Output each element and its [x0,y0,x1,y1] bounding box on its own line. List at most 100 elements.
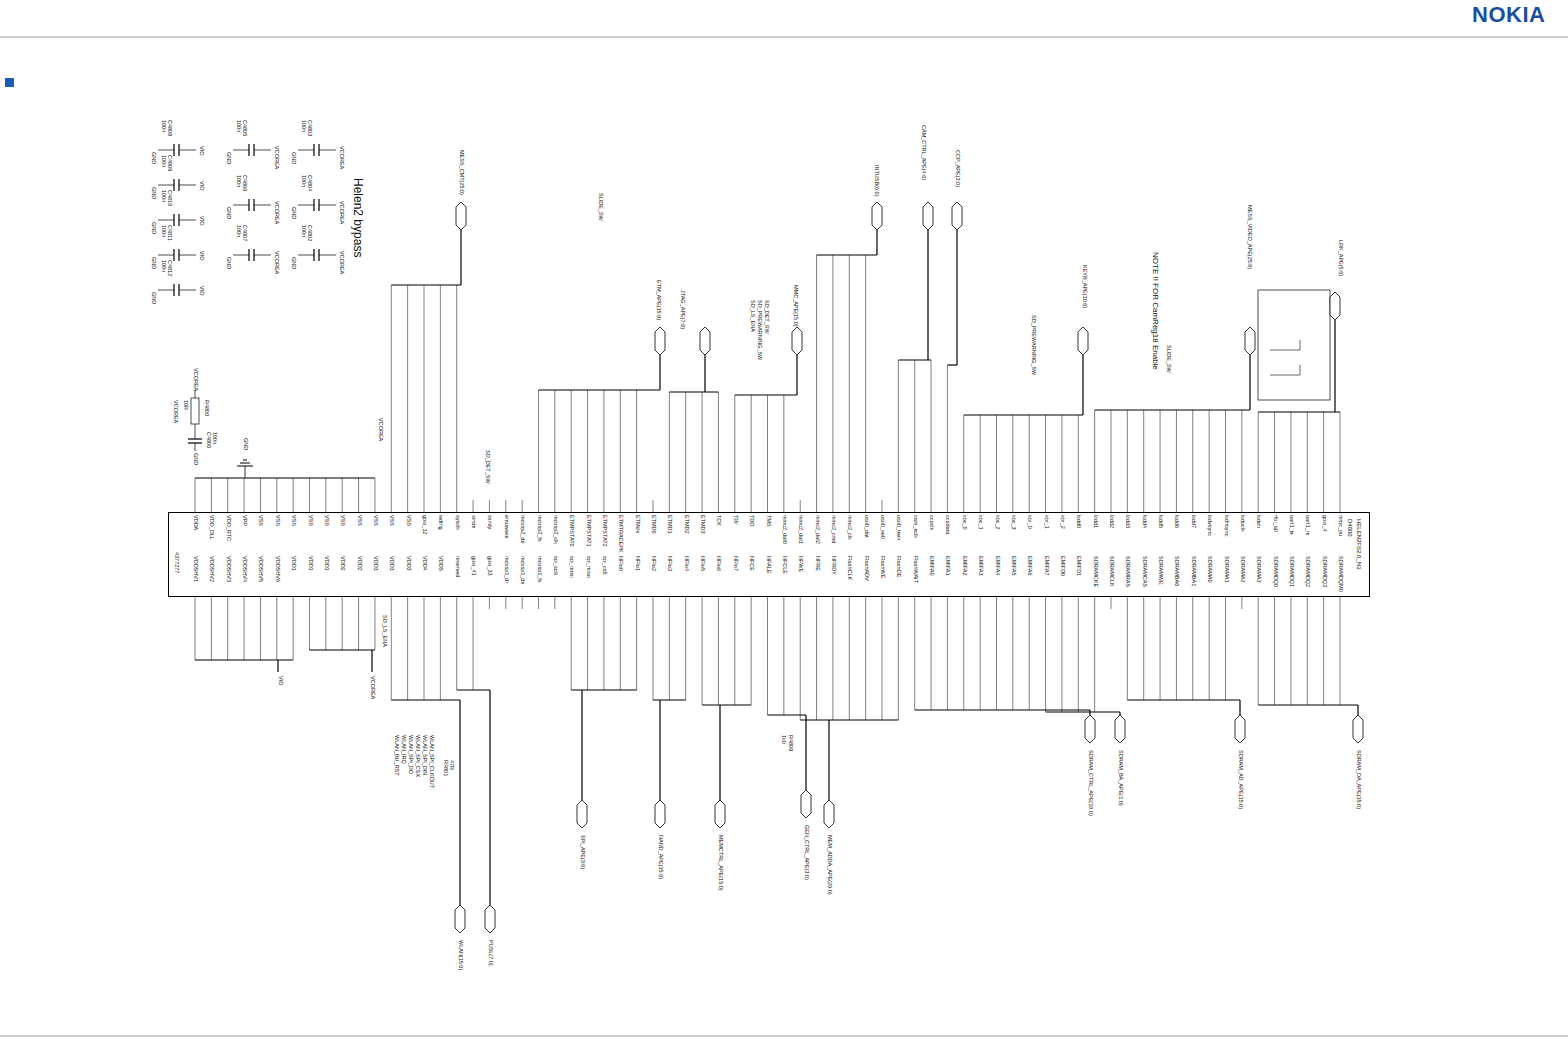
wire [254,150,271,151]
pin-wire [1241,597,1242,609]
pin-wire [195,597,196,660]
signal-label: MESS_VIDEO_APE(25:0) [1247,205,1253,269]
pin-name: VSS [258,515,264,526]
signal-label: SDRAM_DA_APE(15:0) [1356,750,1362,809]
pin-name: VSS [274,515,280,526]
bus-line [277,660,278,672]
pin-wire [276,478,277,512]
bus-line [704,355,705,392]
pin-name: mcbsp1_fs [536,556,542,583]
bus-line [956,230,957,365]
pin-name: ETMTRACEPK [618,515,624,553]
part-value: 100n [161,225,167,237]
signal-label: SD_LS_ENA [382,615,388,647]
pin-name: FlashCLK [847,556,853,580]
pin-wire [571,390,572,512]
offpage-connector [455,905,465,933]
signal-label: GND [243,438,249,450]
pin-wire [865,255,866,512]
pin-wire [1045,415,1046,512]
wire [233,150,249,151]
pin-wire [325,597,326,650]
pin-wire [1094,597,1095,712]
bus-line [659,355,660,390]
pin-wire [407,285,408,512]
signal-label: SD_PREWARNING_SW [757,300,763,360]
pin-name: VDDSHV1 [193,556,199,582]
bus-line [1239,700,1240,715]
signal-label: VIO [278,676,284,685]
pin-name: NFIo6 [716,556,722,571]
pin-wire [260,597,261,660]
net-name: VCOREA [339,251,345,274]
pin-wire [718,392,719,512]
bus-line [659,700,660,800]
pin-wire [914,360,915,512]
pin-name: VSS [372,515,378,526]
net-name: GND [151,152,157,164]
capacitor-symbol [318,199,319,211]
pin-name: NFIo1 [634,556,640,571]
pin-wire [603,597,604,690]
pin-wire [293,597,294,660]
pin-name: spi_cs0 [601,556,607,575]
pin-wire [1225,597,1226,700]
bus-line [195,477,375,478]
net-name: VCOREA [274,146,280,169]
wire [158,220,174,221]
wire [195,443,196,451]
bus-line [1082,355,1083,415]
pin-name: VDD_RTC [225,515,231,541]
offpage-connector [1235,715,1245,743]
signal-label: 100n [212,432,218,444]
pin-wire [980,597,981,710]
part-ref: C4805 [242,120,248,136]
pin-wire [505,500,506,512]
pin-name: VDD1 [291,556,297,571]
bus-line [719,705,720,800]
pin-name: uart1_tx [1288,515,1294,535]
wire [298,205,314,206]
pin-wire [653,500,654,512]
signal-label: 1k0 [781,735,787,744]
pin-name: VDD1 [323,556,329,571]
pin-wire [1274,412,1275,512]
signal-label: VCOREA [173,400,179,423]
pin-name: SDRAMDQ0 [1272,556,1278,587]
pin-name: TCK [716,515,722,526]
wire [254,255,271,256]
wire [179,290,196,291]
capacitor-symbol [248,249,249,261]
offpage-connector [577,800,587,828]
pin-name: ETMD3 [700,515,706,534]
pin-wire [1061,415,1062,512]
pin-name: lcden [1256,515,1262,528]
signal-label: KEYB_APE(10:0) [1082,265,1088,308]
signal-label: NAND_APE(15:0) [658,835,664,879]
offpage-connector [485,905,495,933]
pin-wire [1192,410,1193,512]
wire [158,185,174,186]
wire [158,290,174,291]
part-ref: C4802 [307,225,313,241]
bus-line [653,699,686,700]
pin-wire [456,597,457,690]
offpage-connector [801,790,811,818]
header-rule [0,37,1568,38]
pin-wire [309,597,310,650]
pin-name: iorstx [471,515,477,528]
pin-name: lcdd5 [1158,515,1164,528]
pin-wire [489,597,490,609]
pin-wire [1176,597,1177,700]
net-name: VIO [199,251,205,260]
pin-name: gpio_12 [422,515,428,535]
signal-label: WLAN_SPI_DIN [422,735,428,775]
pin-name: NFIo4 [683,556,689,571]
capacitor-symbol [188,438,202,439]
pin-name: TDI [732,515,738,524]
wire [319,255,336,256]
pin-wire [244,478,245,512]
pin-name: EMIFD1 [1076,556,1082,576]
pin-name: SDRAMCLK [1109,556,1115,587]
capacitor-symbol [173,144,174,156]
